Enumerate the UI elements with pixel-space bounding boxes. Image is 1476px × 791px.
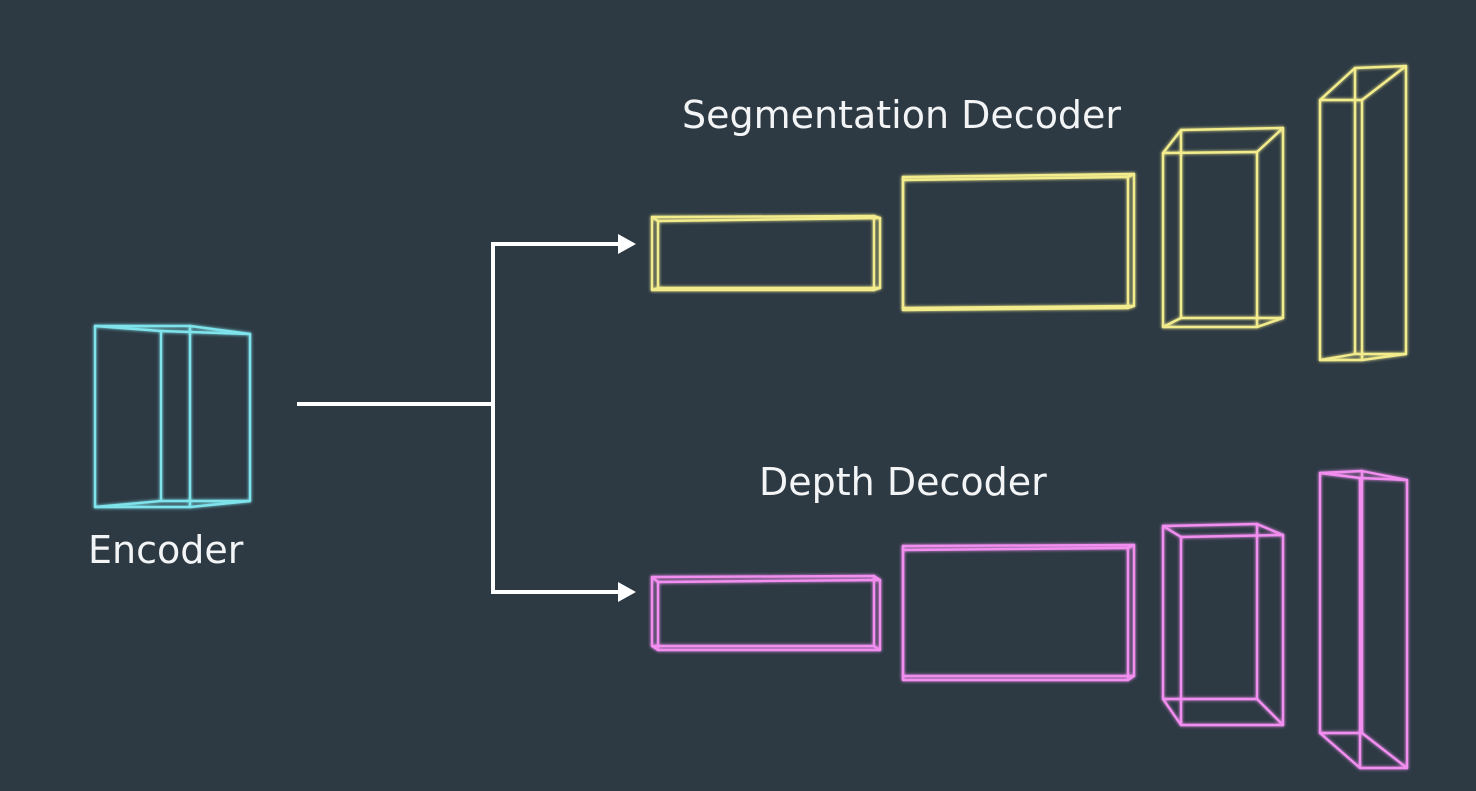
back-edge [650, 214, 876, 219]
depth-edge [93, 499, 163, 509]
depth-edge [872, 574, 882, 582]
front-edge [159, 329, 252, 336]
depth-edge [1126, 172, 1136, 179]
front-edge [656, 578, 882, 584]
depth-block-3 [1161, 522, 1285, 727]
depth-edge [650, 286, 660, 292]
back-edge [1161, 522, 1259, 528]
depth-edge [93, 324, 163, 333]
depth-edge [1318, 352, 1357, 362]
depth-edge [1255, 697, 1285, 727]
segmentation-block-3 [1161, 126, 1285, 329]
segmentation-decoder-title: Segmentation Decoder [682, 93, 1121, 137]
back-edge [1353, 64, 1408, 70]
depth-edge [1255, 316, 1285, 329]
depth-edge [872, 644, 882, 652]
depth-edge [1318, 471, 1362, 480]
back-edge [901, 172, 1136, 179]
back-edge [901, 543, 1136, 548]
segmentation-block-2 [901, 172, 1136, 312]
depth-block-1 [650, 574, 882, 652]
depth-decoder-title: Depth Decoder [759, 460, 1047, 504]
front-edge [1179, 533, 1285, 539]
depth-edge [1318, 66, 1357, 102]
depth-edge [1360, 731, 1409, 770]
depth-edge [1126, 674, 1136, 682]
depth-edge [1126, 543, 1136, 550]
front-edge [901, 175, 1130, 182]
front-edge [901, 306, 1130, 312]
front-edge [1161, 150, 1259, 155]
depth-edge [1161, 316, 1183, 329]
encoder-label: Encoder [88, 528, 244, 572]
segmentation-block-4 [1318, 64, 1408, 362]
depth-edge [872, 214, 882, 220]
encoder-block [93, 324, 252, 509]
depth-edge [1161, 128, 1183, 155]
arrowhead-depth [618, 582, 636, 602]
depth-edge [188, 324, 252, 336]
depth-edge [1161, 697, 1183, 727]
back-edge [1179, 126, 1285, 132]
depth-edge [1360, 469, 1409, 482]
depth-block-2 [901, 543, 1136, 682]
depth-edge [872, 286, 882, 292]
front-edge [901, 546, 1130, 552]
depth-edge [1318, 731, 1362, 770]
depth-edge [1161, 524, 1183, 539]
network-blocks [93, 64, 1409, 770]
back-edge [901, 304, 1136, 310]
depth-edge [1126, 304, 1136, 310]
depth-edge [1255, 126, 1285, 154]
front-edge [1358, 476, 1409, 482]
depth-edge [1360, 352, 1408, 362]
branch-connector [297, 234, 636, 602]
arrowhead-segmentation [618, 234, 636, 254]
segmentation-block-1 [650, 214, 882, 292]
depth-block-4 [1318, 469, 1409, 770]
depth-edge [188, 499, 252, 509]
depth-edge [1360, 64, 1408, 102]
depth-edge [1255, 522, 1285, 537]
front-edge [656, 216, 882, 223]
back-edge [650, 574, 876, 579]
depth-edge [650, 644, 660, 652]
